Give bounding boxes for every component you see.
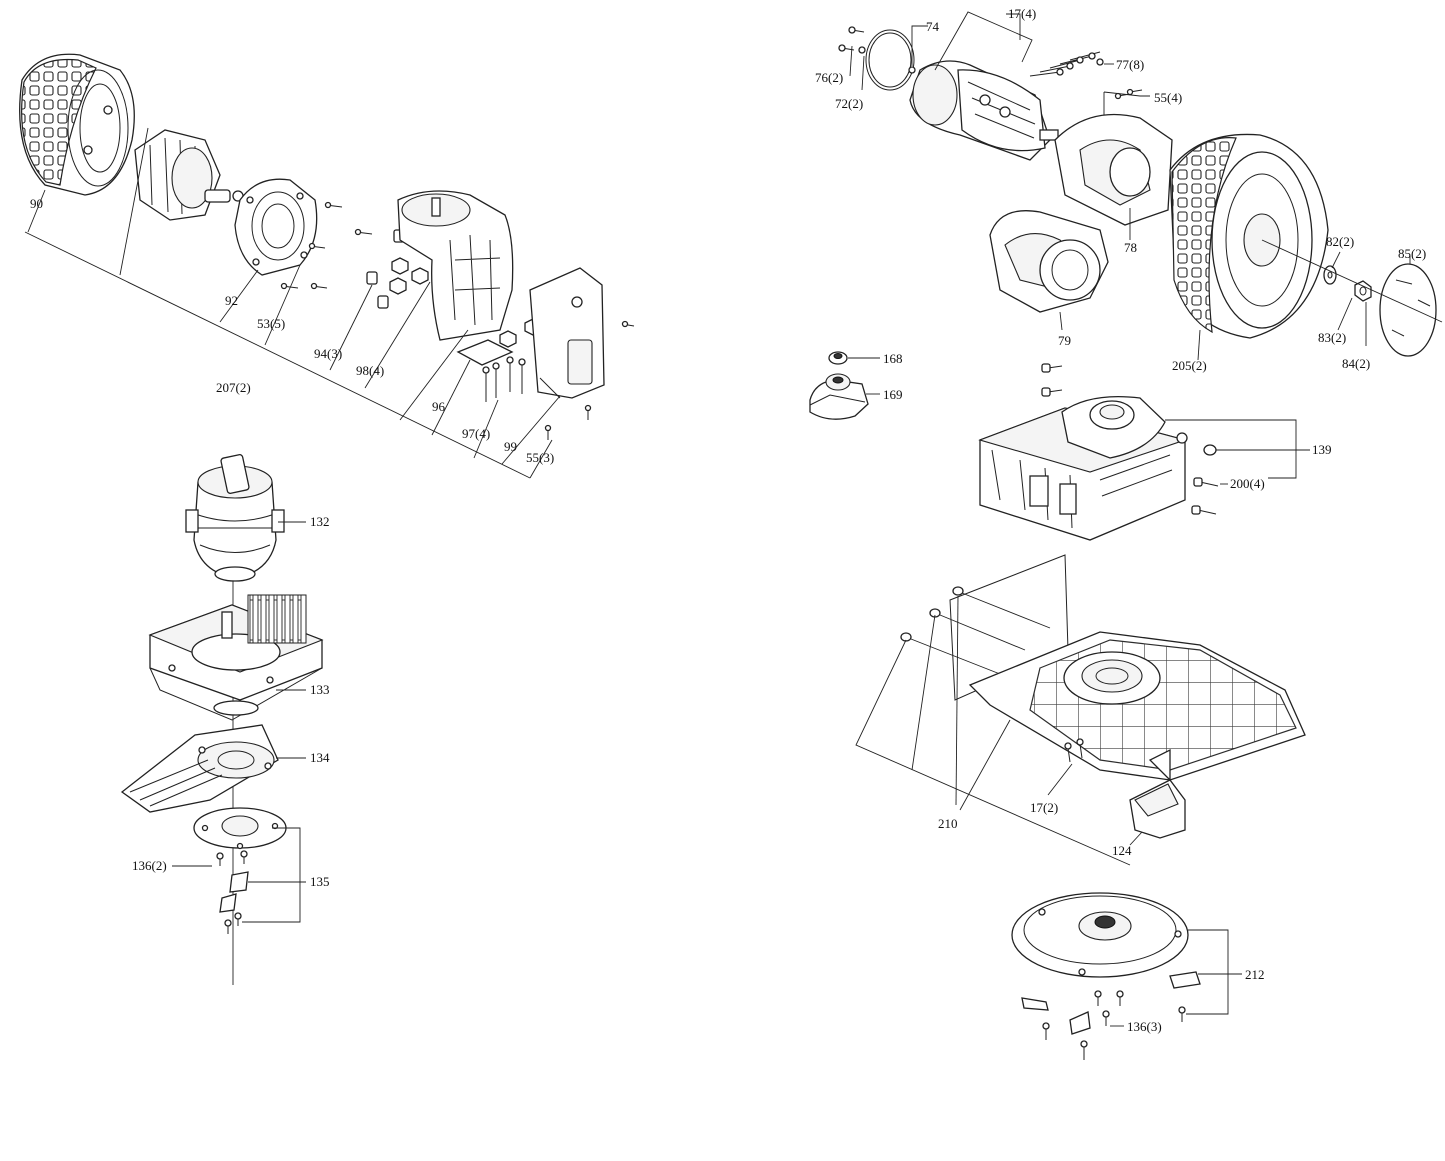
label-82: 82(2) [1326,234,1354,249]
cutter-plate-134 [120,724,279,813]
label-55-right: 55(4) [1154,90,1182,105]
chute-124 [1129,779,1186,839]
label-96: 96 [432,399,446,414]
label-168: 168 [883,351,903,366]
chassis-assembly: 168 169 [809,351,1332,541]
label-212: 212 [1245,967,1265,982]
label-76: 17(4) [1008,6,1036,21]
screws-17-base [1064,738,1084,763]
flange-plate [234,178,318,276]
gearbox-housing [397,190,514,341]
label-92: 92 [225,293,238,308]
label-136-right: 136(3) [1127,1019,1162,1034]
label-17-top: 76(2) [815,70,843,85]
left-cutter-assembly: 132 133 134 [120,454,330,985]
gear-hub-92 [134,129,244,221]
base-nuts [900,586,1051,675]
base-assembly: 210 17(2) 124 212 136(3) [855,554,1306,1060]
label-55-left: 55(3) [526,450,554,465]
label-134: 134 [310,750,330,765]
label-53: 53(5) [257,316,285,331]
label-139: 139 [1312,442,1332,457]
wheel-205 [1169,133,1329,339]
motor-bracket-133 [148,594,324,721]
screws-136-left [216,850,249,934]
chassis-top-screws [1041,363,1063,397]
label-78: 78 [1124,240,1137,255]
motor-132 [185,454,285,582]
label-77: 77(8) [1116,57,1144,72]
label-205: 205(2) [1172,358,1207,373]
label-99: 99 [504,439,517,454]
label-84: 84(2) [1342,356,1370,371]
label-210: 210 [938,816,958,831]
label-79: 79 [1058,333,1071,348]
label-200: 200(4) [1230,476,1265,491]
cover-99 [529,267,605,399]
screws-53 [280,201,373,290]
right-wheel-assembly: 74 76(2) 72(2) 17(4) 77(8) [815,6,1443,373]
hub-169 [809,373,869,420]
wheel-90 [19,53,135,196]
label-17-base: 17(2) [1030,800,1058,815]
left-wheel-assembly: 90 92 53(5) 207(2) 94(3) 98(4) 96 97(4) … [19,53,635,479]
nut-168 [828,351,848,365]
drive-motor-76 [909,60,1059,161]
washer-nut-cap [1323,263,1437,357]
label-133: 133 [310,682,330,697]
screws-17-oring-74 [838,26,916,91]
plate-96-bolts-97 [456,339,526,402]
chassis-body [978,395,1188,541]
screws-55-left [544,320,635,440]
label-90: 90 [30,196,43,211]
label-97: 97(4) [462,426,490,441]
base-plate-210 [968,631,1306,782]
label-124: 124 [1112,843,1132,858]
label-132: 132 [310,514,330,529]
label-207: 207(2) [216,380,251,395]
label-85: 85(2) [1398,246,1426,261]
blades-and-screws-136 [1021,971,1201,1060]
label-169: 169 [883,387,903,402]
blade-disc-212 [1011,892,1189,978]
bolts-77 [1029,51,1104,77]
label-136-left: 136(2) [132,858,167,873]
label-135: 135 [310,874,330,889]
label-98: 98(4) [356,363,384,378]
label-72: 72(2) [835,96,863,111]
wheel-cover-78 [1054,113,1173,226]
plug-139-screws-200 [1191,444,1219,515]
left-top-leaders [24,127,561,479]
label-94: 94(3) [314,346,342,361]
screws-55-right [1114,88,1143,100]
inner-cover-79 [989,210,1109,313]
label-74: 74 [926,19,940,34]
label-83: 83(2) [1318,330,1346,345]
